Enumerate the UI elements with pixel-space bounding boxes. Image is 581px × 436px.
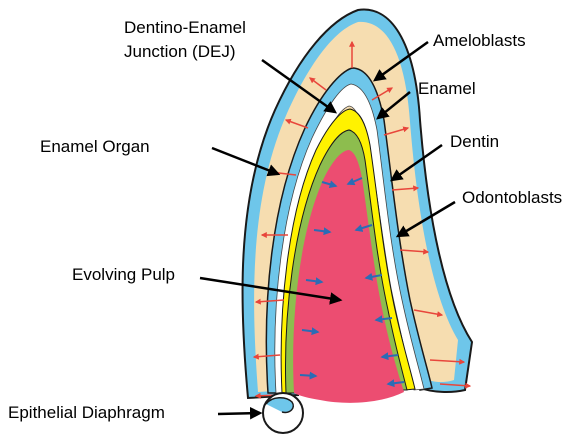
label-dej-line1: Dentino-Enamel bbox=[124, 18, 246, 37]
label-epithelial-diaphragm: Epithelial Diaphragm bbox=[8, 403, 165, 422]
label-enamel: Enamel bbox=[418, 79, 476, 98]
label-dentin: Dentin bbox=[450, 132, 499, 151]
label-odontoblasts: Odontoblasts bbox=[462, 188, 562, 207]
label-ameloblasts: Ameloblasts bbox=[433, 31, 526, 50]
label-dej-line2: Junction (DEJ) bbox=[124, 42, 235, 61]
label-evolving-pulp: Evolving Pulp bbox=[72, 265, 175, 284]
label-enamel-organ: Enamel Organ bbox=[40, 137, 150, 156]
